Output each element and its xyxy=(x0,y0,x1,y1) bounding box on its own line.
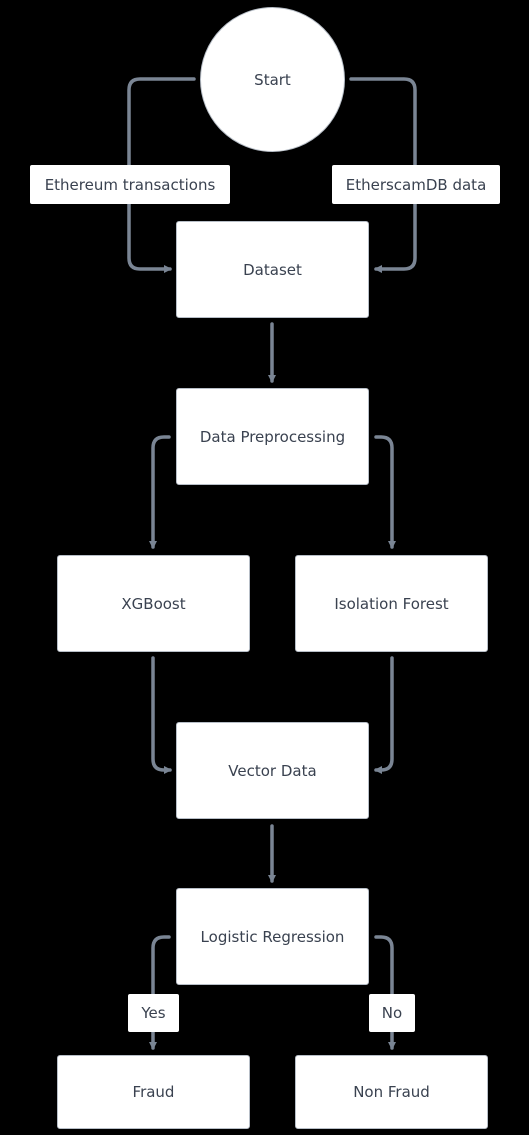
edge-logistic-regression-to-fraud xyxy=(149,935,171,1050)
logistic-regression-node[interactable]: Logistic Regression xyxy=(176,888,369,985)
etherscamdb-data-label: EtherscamDB data xyxy=(332,165,500,204)
data-preprocessing-node[interactable]: Data Preprocessing xyxy=(176,388,369,485)
non-fraud-node[interactable]: Non Fraud xyxy=(295,1055,488,1129)
no-edge-label: No xyxy=(369,994,415,1032)
isolation-forest-node[interactable]: Isolation Forest xyxy=(295,555,488,652)
edge-preprocessing-to-isolation-forest xyxy=(374,435,396,549)
edge-isolation-forest-to-vector-data xyxy=(374,656,394,774)
edge-xgboost-to-vector-data xyxy=(151,656,172,774)
vector-data-node[interactable]: Vector Data xyxy=(176,722,369,819)
edge-logistic-regression-to-non-fraud xyxy=(374,935,396,1050)
xgboost-node[interactable]: XGBoost xyxy=(57,555,250,652)
ethereum-transactions-label: Ethereum transactions xyxy=(30,165,230,204)
fraud-node[interactable]: Fraud xyxy=(57,1055,250,1129)
edge-preprocessing-to-xgboost xyxy=(149,435,171,549)
dataset-node[interactable]: Dataset xyxy=(176,221,369,318)
start-node[interactable]: Start xyxy=(200,7,345,152)
yes-edge-label: Yes xyxy=(128,994,179,1032)
